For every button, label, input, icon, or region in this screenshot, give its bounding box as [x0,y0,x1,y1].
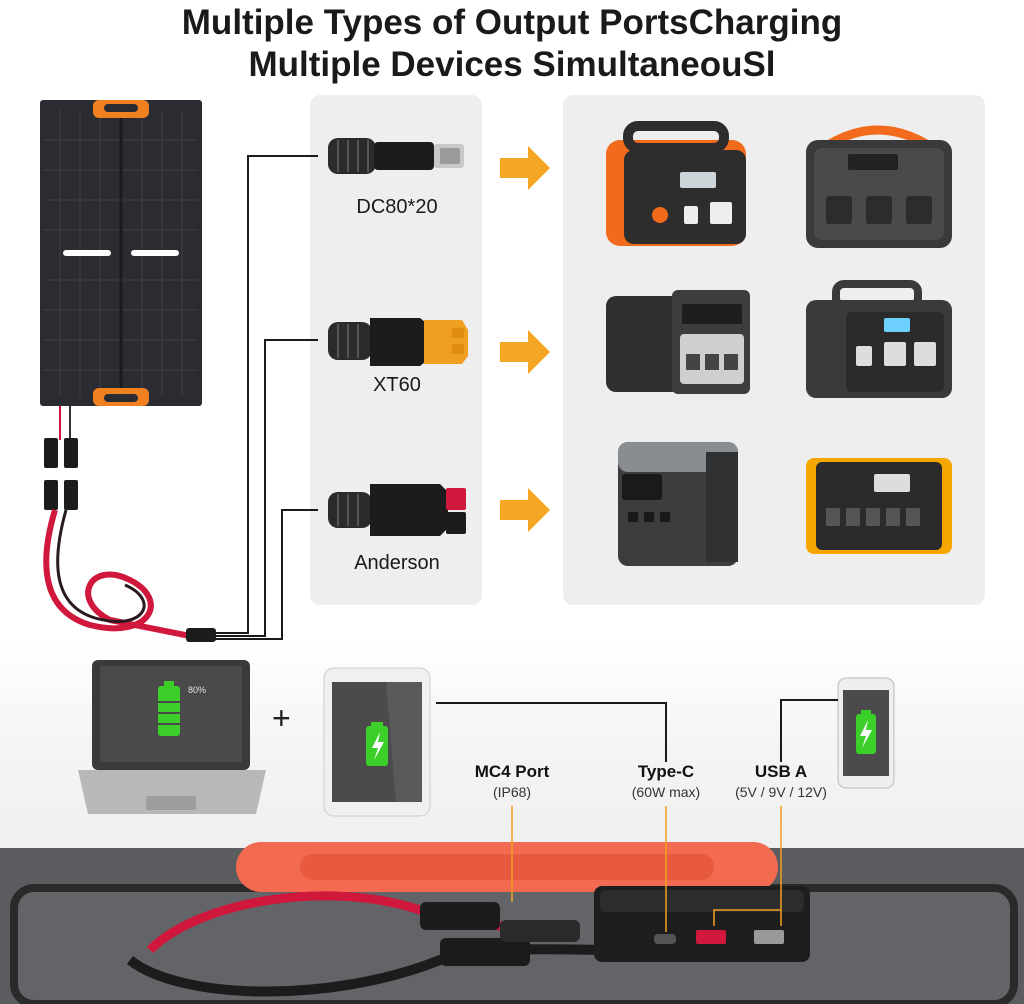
mc4-port-sub: (IP68) [492,784,532,800]
laptop [78,660,266,814]
power-station-2 [806,125,952,248]
power-station-3 [606,290,750,394]
port-leader-lines [511,806,782,932]
usba-port-sub: (5V / 9V / 12V) [735,784,827,800]
title-line-2: Multiple Devices SimultaneouSl [248,45,776,84]
usba-port-title: USB A [754,762,808,781]
output-wires [216,155,318,640]
phone [837,677,895,789]
typec-port-title: Type-C [637,762,695,781]
xt60-connector [328,318,468,366]
anderson-connector [328,484,466,536]
power-station-5 [618,442,738,566]
title-line-1: Multiple Types of Output PortsCharging [181,3,843,42]
device-wires [436,699,838,762]
dc-connector [328,138,464,174]
mc4-cable [43,406,216,642]
typec-port-sub: (60W max) [631,784,701,800]
power-station-4 [806,280,952,398]
connector-label-anderson: Anderson [354,552,440,574]
plus-sign: + [272,700,291,736]
arrows [500,146,550,532]
tablet [323,667,431,817]
connector-label-dc: DC80*20 [356,196,438,218]
solar-panel [40,100,202,406]
page-title: Multiple Types of Output PortsCharging M… [0,0,1024,86]
power-station-1 [606,121,746,246]
power-station-6 [806,458,952,554]
connector-label-xt60: XT60 [373,374,421,396]
laptop-battery-text: 80% [188,685,207,695]
mc4-port-title: MC4 Port [474,762,550,781]
